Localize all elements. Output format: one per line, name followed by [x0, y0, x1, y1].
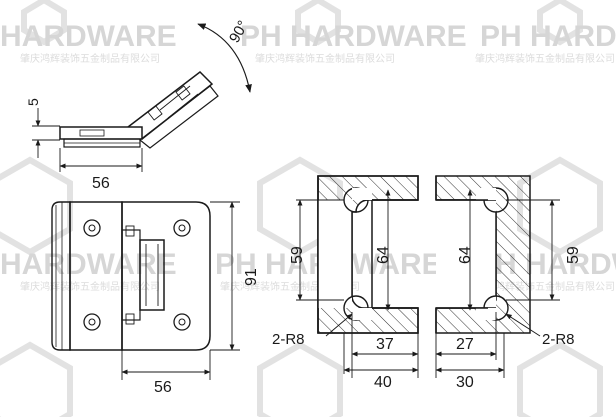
watermark-brand-4: HARDWARE: [0, 248, 177, 281]
left-inner-width-label: 37: [376, 336, 394, 353]
watermark-brand-1: HARDWARE: [0, 20, 177, 53]
rotation-angle-arc: [197, 23, 252, 93]
hinge-top-profile: [59, 71, 219, 149]
left-outer-height-label: 64: [375, 246, 392, 264]
front-view: 91 56: [51, 201, 260, 396]
watermark-company-3: 肇庆鸿辉装饰五金制品有限公司: [475, 52, 615, 65]
watermark-brand-3: PH HARDWARE: [480, 20, 616, 53]
screw-icon: [83, 219, 191, 331]
top-width-label: 56: [92, 175, 110, 192]
glass-cutout-left: 59 64 2-R8 37 40: [272, 175, 419, 391]
top-height-label: 5: [25, 98, 41, 106]
right-inner-height-label: 59: [565, 246, 582, 264]
right-radius-label: 2-R8: [542, 331, 575, 348]
front-height-label: 91: [243, 268, 260, 286]
watermark-company-4: 肇庆鸿辉装饰五金制品有限公司: [20, 280, 160, 293]
watermark-brand-2: PH HARDWARE: [240, 20, 467, 53]
right-inner-width-label: 27: [456, 336, 474, 353]
left-inner-height-label: 59: [289, 246, 306, 264]
right-plate: [121, 201, 211, 351]
glass-cutout-right: 64 59 2-R8 27 30: [435, 175, 582, 391]
right-outer-height-label: 64: [457, 246, 474, 264]
left-radius-label: 2-R8: [272, 331, 305, 348]
left-outer-width-label: 40: [374, 374, 392, 391]
watermark-company-1: 肇庆鸿辉装饰五金制品有限公司: [20, 52, 160, 65]
right-outer-width-label: 30: [456, 374, 474, 391]
hinge-knuckle: [121, 225, 165, 325]
front-width-label: 56: [154, 379, 172, 396]
watermark-company-2: 肇庆鸿辉装饰五金制品有限公司: [255, 52, 395, 65]
